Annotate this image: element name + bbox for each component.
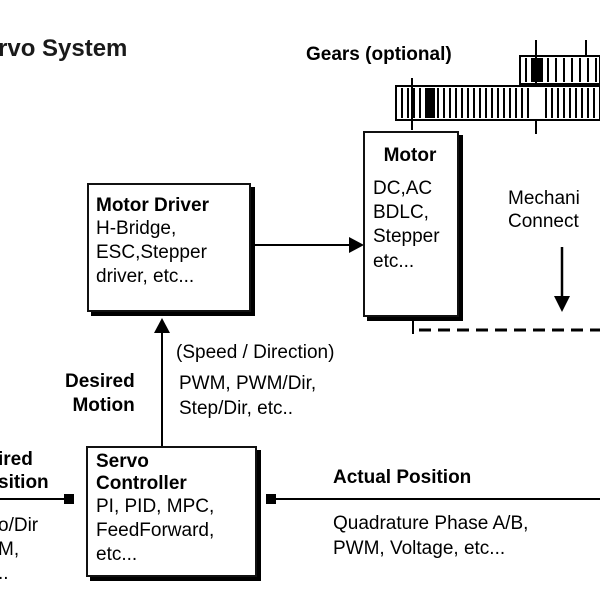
motor-driver-block: Motor Driver H-Bridge, ESC,Stepper drive… <box>87 183 251 312</box>
mechanical-connection-arrow <box>554 247 570 312</box>
gears-label: Gears (optional) <box>306 44 452 65</box>
mechanical-connection-label: Mechani Connect <box>508 188 580 232</box>
servo-controller-title: Servo Controller <box>96 451 187 494</box>
motor-driver-title: Motor Driver <box>96 195 209 216</box>
gears-icon <box>395 40 600 134</box>
motor-body: DC,AC BDLC, Stepper etc... <box>373 177 440 272</box>
servo-controller-block: Servo Controller PI, PID, MPC, FeedForwa… <box>86 446 257 577</box>
diagram-title: rvo System <box>0 35 128 62</box>
motor-title: Motor <box>383 145 437 166</box>
motor-driver-body: H-Bridge, ESC,Stepper driver, etc... <box>96 217 207 288</box>
driver-to-motor-arrow <box>251 237 364 253</box>
servo-controller-body: PI, PID, MPC, FeedForward, etc... <box>96 495 215 566</box>
controller-to-driver-arrow <box>154 318 170 446</box>
desired-motion-label: Desired Motion <box>65 371 135 416</box>
feedback-signals-label: Quadrature Phase A/B, PWM, Voltage, etc.… <box>333 513 529 559</box>
desired-position-label: ired sition <box>0 449 49 494</box>
actual-position-label: Actual Position <box>333 467 472 488</box>
speed-direction-label: (Speed / Direction) <box>176 342 335 363</box>
motor-block: Motor DC,AC BDLC, Stepper etc... <box>363 131 459 317</box>
input-signals-label: o/Dir M, .. <box>0 515 39 584</box>
actual-position-line <box>266 494 600 504</box>
pwm-signals-label: PWM, PWM/Dir, Step/Dir, etc.. <box>179 373 317 419</box>
desired-position-line <box>0 494 74 504</box>
motor-shaft-coupling <box>412 318 600 334</box>
